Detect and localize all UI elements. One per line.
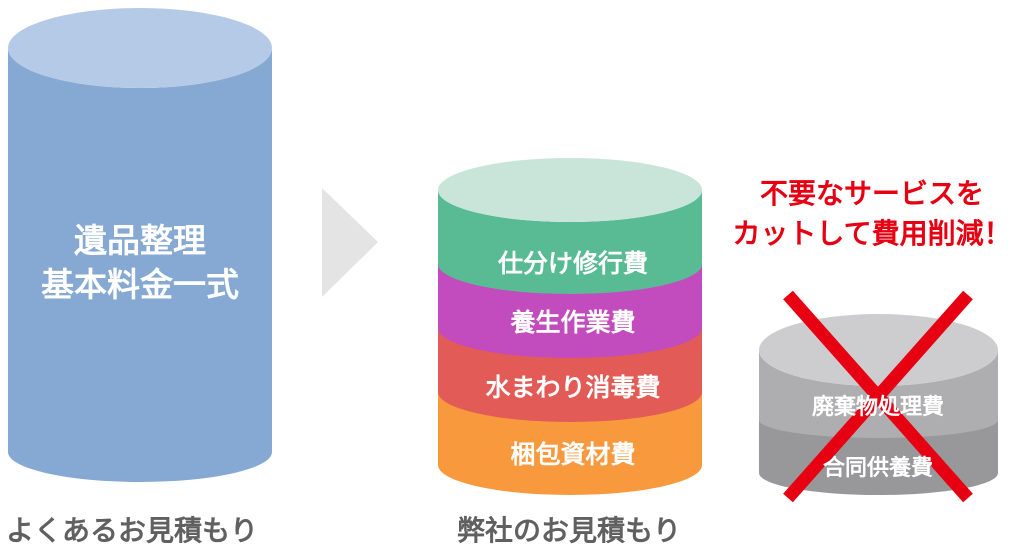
basic-fee-title-line2: 基本料金一式 <box>41 266 239 303</box>
basic-fee-cylinder <box>8 8 272 482</box>
cost-reduction-headline-line1: 不要なサービスを <box>759 178 985 209</box>
band-label-joint-memorial-fee: 合同供養費 <box>822 455 934 480</box>
cost-reduction-headline: 不要なサービスを カットして費用削減！ <box>732 174 1011 254</box>
cost-reduction-headline-line2: カットして費用削減！ <box>732 218 1012 249</box>
itemized-fee-cylinder-top <box>438 158 702 222</box>
arrow-right-icon <box>322 188 378 297</box>
basic-fee-cylinder-top <box>8 8 272 88</box>
band-protection-work-fee <box>438 262 702 358</box>
basic-fee-title: 遺品整理 基本料金一式 <box>41 219 239 307</box>
band-label-packing-materials-fee: 梱包資材費 <box>510 441 636 469</box>
band-water-disinfection-fee <box>438 326 702 422</box>
caption-our-estimate: 弊社のお見積もり <box>457 515 682 546</box>
band-sorting-fee <box>438 190 702 294</box>
cross-out-stroke-2 <box>783 290 973 503</box>
band-label-water-disinfection-fee: 水まわり消毒費 <box>485 374 661 402</box>
band-joint-memorial-fee <box>759 418 998 495</box>
basic-fee-title-line1: 遺品整理 <box>74 222 206 259</box>
itemized-fee-cylinder <box>438 158 702 495</box>
band-label-protection-work-fee: 養生作業費 <box>510 309 636 337</box>
cross-out-icon <box>783 290 973 503</box>
basic-fee-cylinder-body <box>8 48 272 482</box>
band-label-waste-disposal-fee: 廃棄物処理費 <box>811 394 945 419</box>
band-label-sorting-fee: 仕分け修行費 <box>497 250 649 278</box>
removed-services-cylinder-top <box>759 314 998 386</box>
caption-common-estimate: よくあるお見積もり <box>6 515 259 546</box>
